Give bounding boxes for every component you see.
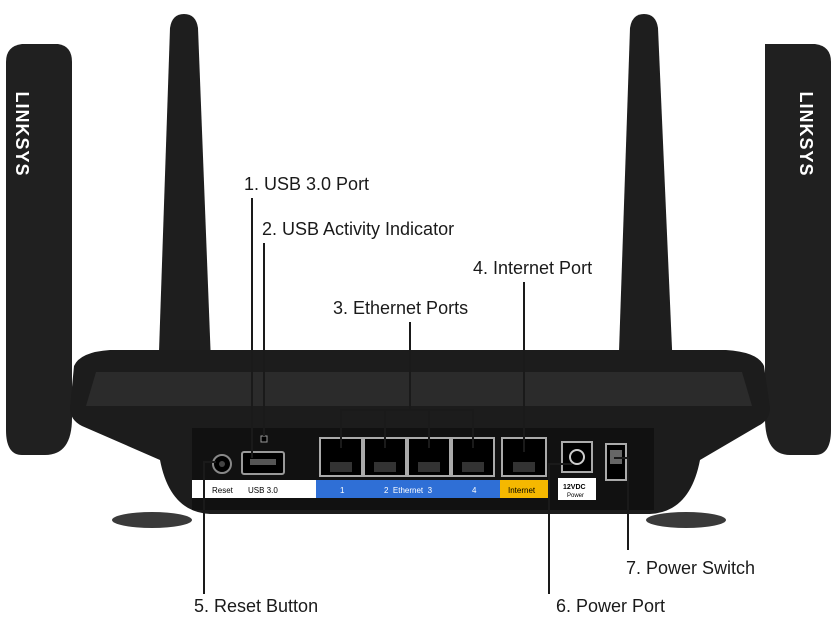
leader-power-port bbox=[548, 463, 572, 594]
right-inner-antenna bbox=[616, 14, 676, 440]
callout-internet-port: 4. Internet Port bbox=[473, 258, 593, 278]
body-top-edge bbox=[86, 372, 752, 406]
callout-usb-activity: 2. USB Activity Indicator bbox=[262, 219, 455, 239]
left-inner-antenna bbox=[156, 14, 214, 440]
leader-ethernet-bracket bbox=[340, 409, 474, 448]
left-antenna-panel bbox=[6, 44, 72, 455]
leader-lines bbox=[203, 198, 629, 594]
ethernet-label-strip bbox=[316, 480, 500, 498]
leader-reset bbox=[203, 461, 216, 594]
callout-power-switch: 7. Power Switch bbox=[626, 558, 756, 578]
panel-label-usb: USB 3.0 bbox=[248, 486, 278, 495]
panel-label-internet: Internet bbox=[508, 486, 536, 495]
callout-ethernet-ports: 3. Ethernet Ports bbox=[333, 298, 469, 318]
panel-label-port1: 1 bbox=[340, 486, 345, 495]
right-antenna-panel bbox=[765, 44, 831, 455]
callout-power-port: 6. Power Port bbox=[556, 596, 666, 616]
internet-label-strip bbox=[500, 480, 550, 498]
reset-button-core bbox=[219, 461, 225, 467]
panel-label-ethernet: 2 Ethernet 3 bbox=[384, 486, 433, 495]
usb-activity-indicator bbox=[260, 435, 268, 443]
brand-left: LINKSYS bbox=[12, 91, 32, 176]
panel-label-port4: 4 bbox=[472, 486, 477, 495]
power-port-hole bbox=[569, 449, 585, 465]
usb-port-tongue bbox=[250, 459, 276, 465]
brand-right: LINKSYS bbox=[796, 91, 816, 176]
panel-label-power: Power bbox=[567, 493, 584, 499]
callout-usb-port: 1. USB 3.0 Port bbox=[244, 174, 370, 194]
right-foot bbox=[646, 512, 726, 528]
internet-port bbox=[501, 437, 547, 477]
panel-label-voltage: 12VDC bbox=[563, 484, 586, 491]
panel-label-reset: Reset bbox=[212, 486, 234, 495]
label-strip-white-left bbox=[192, 480, 316, 498]
left-foot bbox=[112, 512, 192, 528]
leader-power-switch bbox=[614, 457, 629, 550]
callout-reset-button: 5. Reset Button bbox=[194, 596, 319, 616]
power-label-box bbox=[558, 478, 596, 500]
